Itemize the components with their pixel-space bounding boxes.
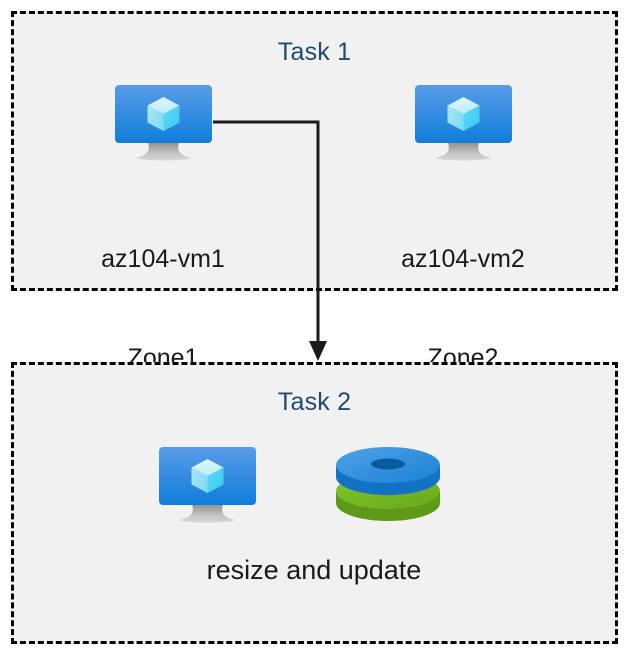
task-group-2-caption: resize and update bbox=[206, 555, 422, 585]
azure-virtual-machine-icon bbox=[156, 444, 259, 524]
arrowhead-icon bbox=[309, 341, 327, 361]
vm2-label-line1: az104-vm2 bbox=[401, 245, 525, 273]
azure-virtual-machine-icon bbox=[112, 82, 215, 162]
azure-disks-icon bbox=[333, 443, 443, 528]
task-group-2-title: Task 2 bbox=[277, 388, 352, 416]
task-group-2: Task 2 bbox=[11, 362, 618, 644]
vm1-label-line1: az104-vm1 bbox=[101, 245, 225, 273]
task-group-1-title: Task 1 bbox=[277, 38, 352, 66]
azure-virtual-machine-icon bbox=[412, 82, 515, 162]
